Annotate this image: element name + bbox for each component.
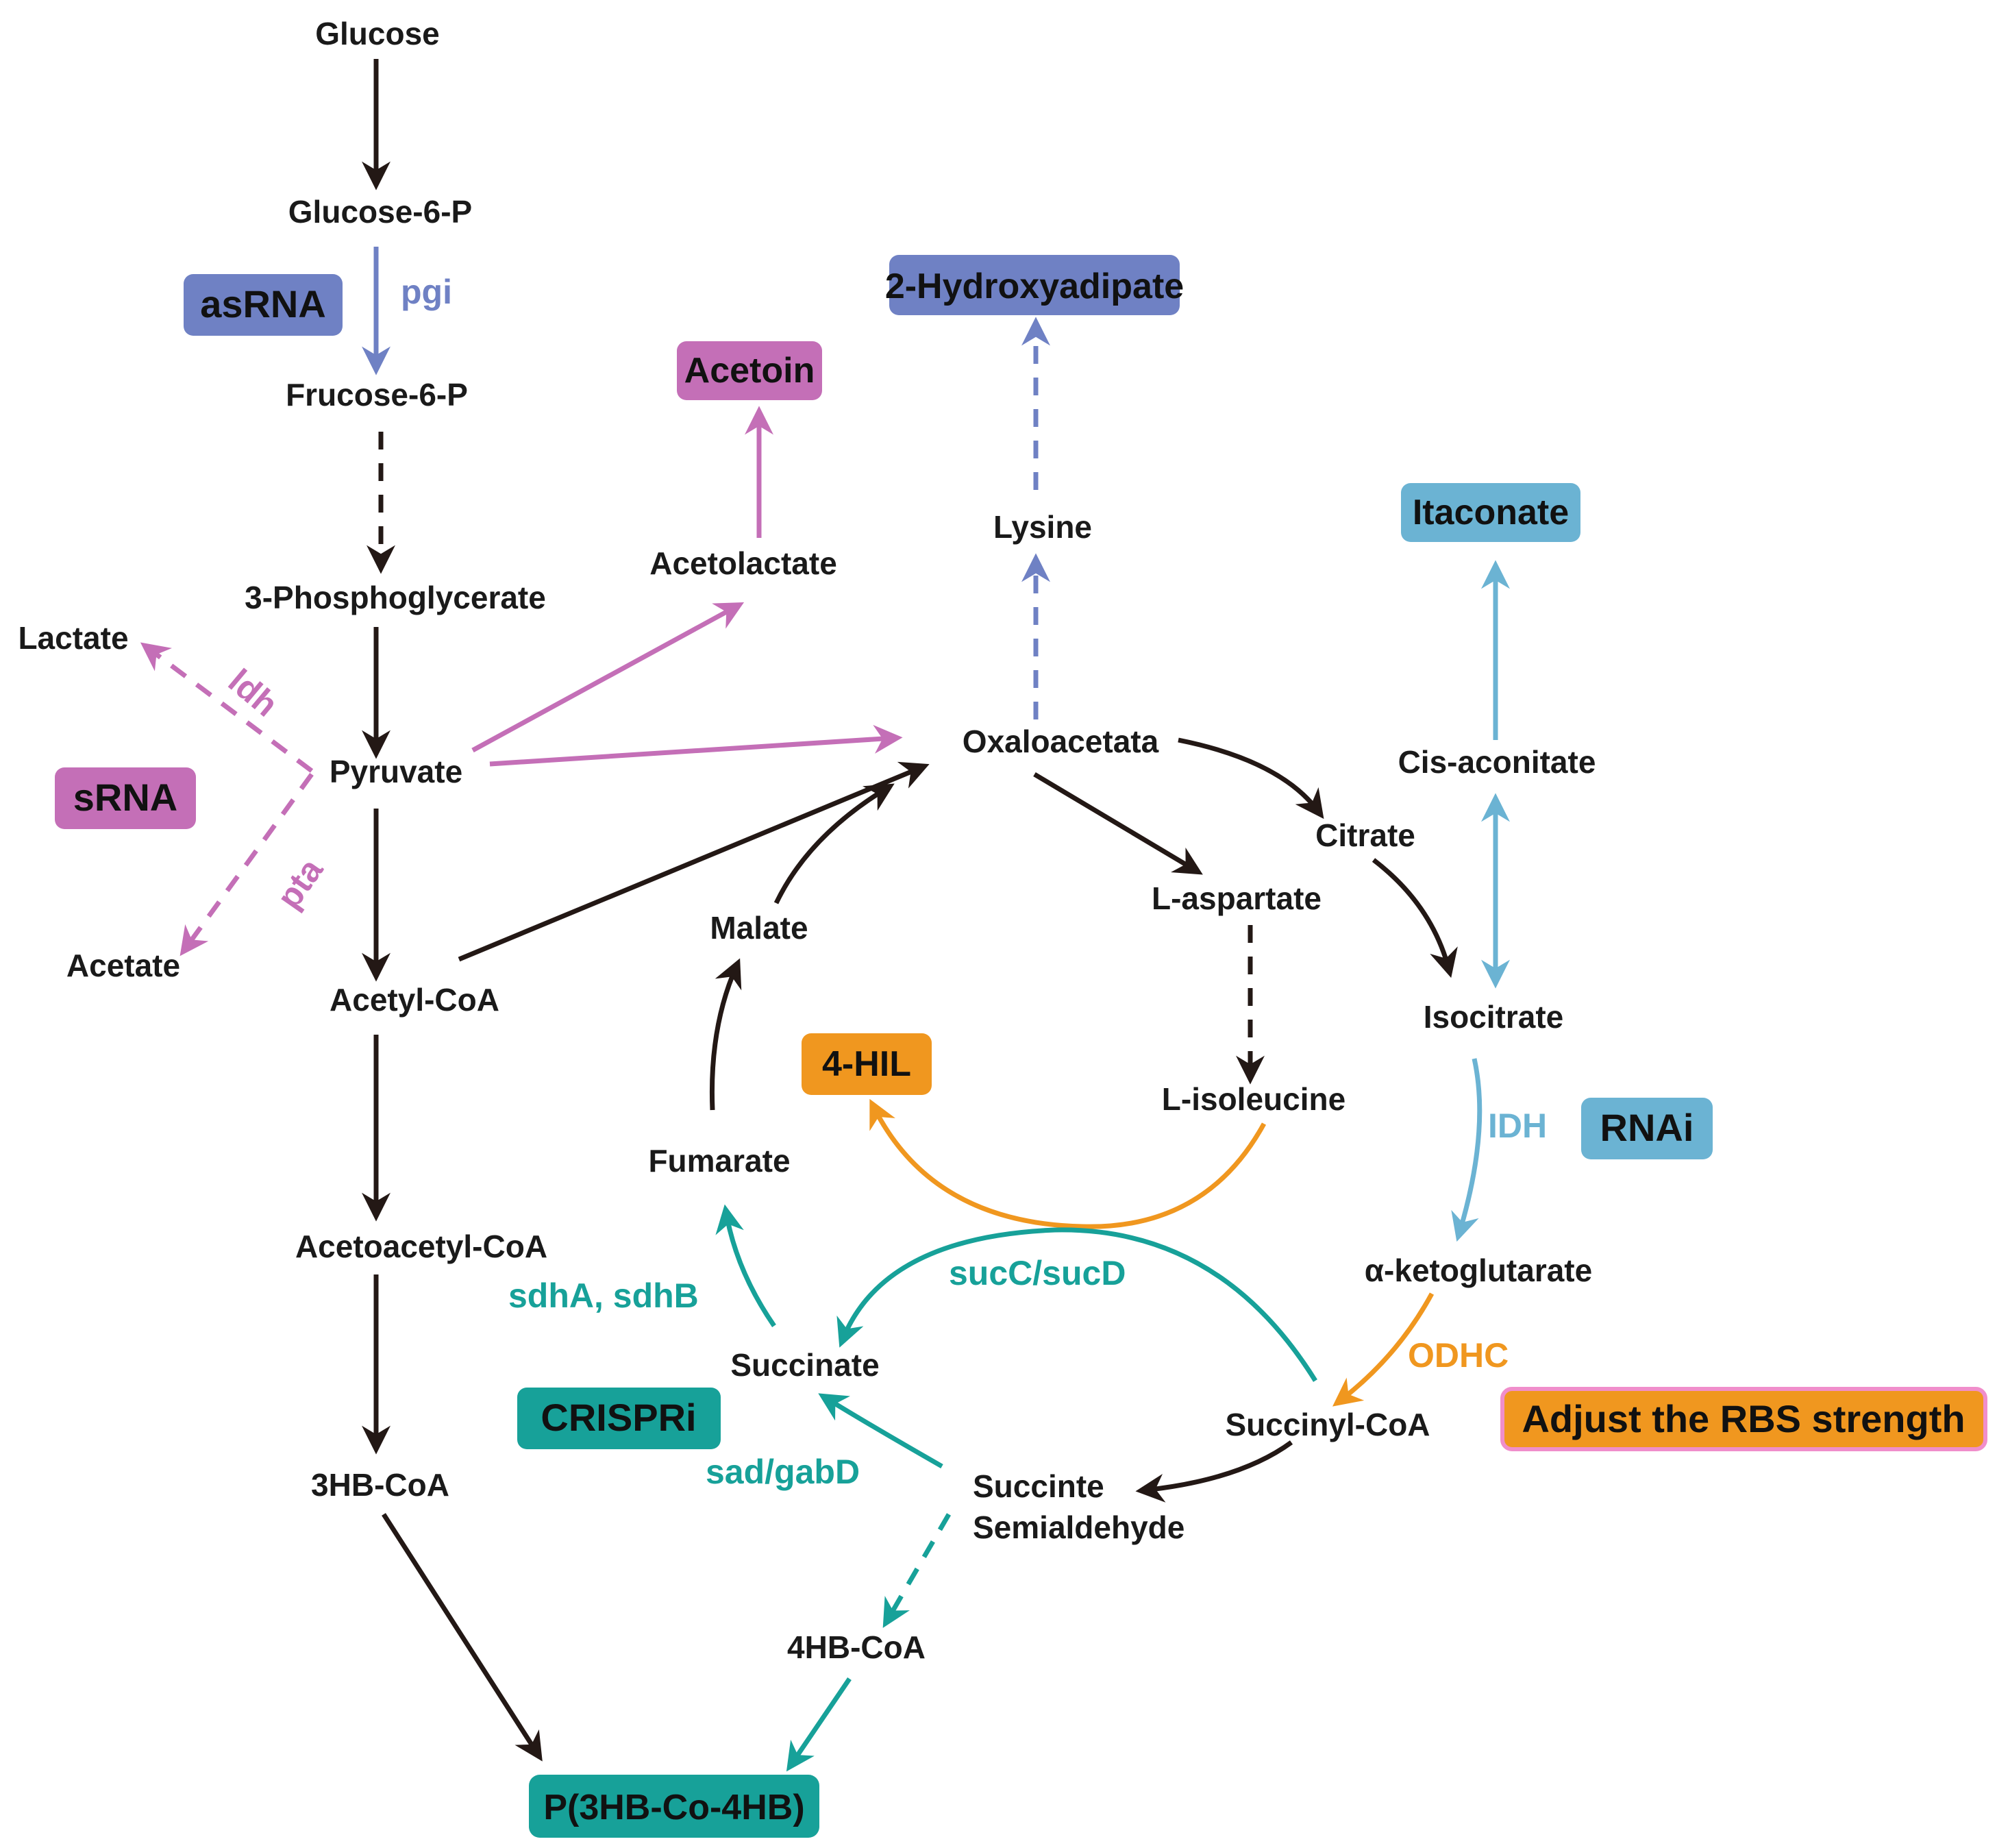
metabolite-succinic-semialdehyde-line2: Semialdehyde (973, 1510, 1184, 1545)
metabolite-succinate: Succinate (730, 1347, 879, 1383)
arrow-pyruvate-to-acetolactate (471, 602, 745, 753)
metabolite-l-isoleucine: L-isoleucine (1162, 1081, 1345, 1117)
metabolite-malate: Malate (710, 910, 808, 946)
method-adjust-rbs-strength: Adjust the RBS strength (1500, 1387, 1987, 1451)
arrow-ssa-to-succinate (818, 1393, 943, 1469)
arrow-succinate-to-fumarate (715, 1204, 776, 1327)
enzyme-pta: pta (269, 851, 331, 916)
arrow-lisoleucine-to-4hil (869, 1098, 1267, 1229)
metabolite-lysine: Lysine (993, 509, 1092, 545)
arrow-pyruvate-to-lactate (140, 642, 314, 773)
metabolite-citrate: Citrate (1315, 817, 1415, 853)
svg-text:CRISPRi: CRISPRi (541, 1396, 696, 1439)
metabolite-lactate: Lactate (18, 620, 128, 656)
arrow-oxaloacetate-to-citrate (1178, 737, 1324, 820)
arrow-pyruvate-to-acetate (179, 772, 314, 957)
arrow-fumarate-to-malate (709, 958, 742, 1111)
product-p3hb-co-4hb: P(3HB-Co-4HB) (529, 1775, 819, 1838)
svg-text:Adjust the RBS strength: Adjust the RBS strength (1522, 1397, 1965, 1440)
metabolite-acetolactate: Acetolactate (649, 545, 837, 581)
product-acetoin: Acetoin (677, 341, 822, 400)
metabolite-fructose-6-p: Frucose-6-P (286, 377, 468, 412)
svg-text:Acetoin: Acetoin (684, 351, 815, 391)
metabolite-alpha-ketoglutarate: α-ketoglutarate (1365, 1253, 1592, 1288)
svg-text:asRNA: asRNA (200, 282, 326, 325)
arrow-acetylcoa-to-oxaloacetate (458, 761, 930, 962)
metabolite-l-aspartate: L-aspartate (1152, 880, 1322, 916)
enzyme-sad-gabd: sad/gabD (706, 1453, 860, 1491)
method-asrna: asRNA (184, 274, 343, 336)
enzyme-succ-sucd: sucC/sucD (949, 1254, 1126, 1292)
arrow-isocitrate-to-akg (1451, 1058, 1483, 1242)
arrow-citrate-to-isocitrate (1372, 858, 1458, 978)
metabolite-isocitrate: Isocitrate (1424, 999, 1564, 1035)
svg-text:RNAi: RNAi (1600, 1106, 1694, 1149)
arrow-akg-to-succinylcoa (1332, 1292, 1435, 1407)
method-crispri: CRISPRi (517, 1388, 721, 1449)
arrow-succinylcoa-to-ssa (1135, 1440, 1293, 1503)
arrow-ssa-to-4hbcoa (882, 1513, 952, 1628)
metabolite-3hb-coa: 3HB-CoA (311, 1467, 449, 1503)
enzyme-pgi: pgi (401, 273, 452, 311)
svg-text:Itaconate: Itaconate (1413, 493, 1569, 532)
metabolite-acetate: Acetate (66, 948, 180, 983)
metabolite-succinyl-coa: Succinyl-CoA (1225, 1407, 1430, 1442)
enzyme-sdha-sdhb: sdhA, sdhB (508, 1277, 699, 1315)
metabolite-oxaloacetate: Oxaloacetata (963, 724, 1159, 759)
svg-text:2-Hydroxyadipate: 2-Hydroxyadipate (885, 267, 1184, 306)
arrow-malate-to-oxaloacetate (773, 783, 895, 904)
product-itaconate: Itaconate (1401, 483, 1580, 542)
metabolite-acetyl-coa: Acetyl-CoA (330, 982, 499, 1018)
metabolite-acetoacetyl-coa: Acetoacetyl-CoA (295, 1229, 547, 1264)
enzyme-idh: IDH (1488, 1107, 1547, 1145)
arrow-3hbcoa-to-polymer (382, 1513, 543, 1762)
arrow-pyruvate-to-oxaloacetate (489, 724, 903, 767)
enzyme-odhc: ODHC (1408, 1336, 1509, 1375)
method-rnai: RNAi (1581, 1098, 1713, 1159)
method-srna: sRNA (55, 767, 196, 829)
metabolite-3-phosphoglycerate: 3-Phosphoglycerate (245, 580, 546, 615)
svg-text:P(3HB-Co-4HB): P(3HB-Co-4HB) (543, 1788, 804, 1827)
svg-text:sRNA: sRNA (73, 776, 177, 819)
metabolite-succinic-semialdehyde-line1: Succinte (973, 1468, 1104, 1504)
svg-text:4-HIL: 4-HIL (822, 1044, 911, 1084)
arrow-4hbcoa-to-polymer (786, 1677, 852, 1772)
arrow-oxaloacetate-to-laspartate (1033, 772, 1203, 875)
metabolite-4hb-coa: 4HB-CoA (787, 1629, 926, 1665)
enzyme-ldh: ldh (221, 662, 285, 724)
metabolite-fumarate: Fumarate (648, 1143, 790, 1179)
metabolite-pyruvate: Pyruvate (330, 754, 462, 789)
arrow-succinylcoa-to-succinate (836, 1227, 1317, 1382)
metabolite-cis-aconitate: Cis-aconitate (1398, 744, 1596, 780)
product-4-hil: 4-HIL (802, 1033, 932, 1095)
metabolite-glucose-6-p: Glucose-6-P (288, 194, 472, 230)
metabolite-glucose: Glucose (315, 16, 440, 51)
product-2-hydroxyadipate: 2-Hydroxyadipate (885, 255, 1184, 315)
